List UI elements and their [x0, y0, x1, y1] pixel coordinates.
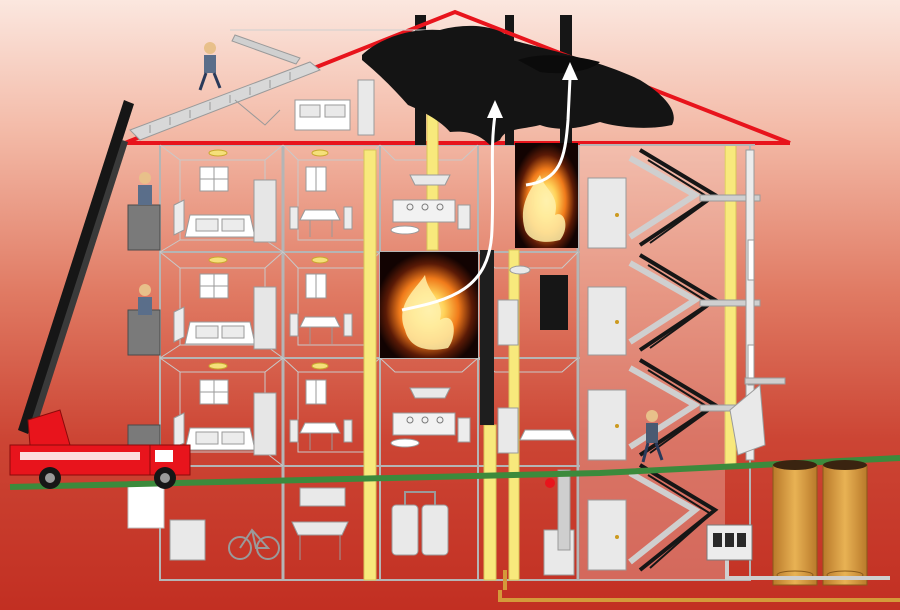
- chair-icon: [457, 204, 471, 230]
- bedroom-column: [173, 149, 277, 456]
- heating-unit-icon: [543, 469, 575, 576]
- ladder-basket: [127, 204, 161, 251]
- chair-icon: [343, 313, 353, 337]
- door-icon: [587, 499, 627, 571]
- ceiling-lamp-icon: [208, 256, 228, 264]
- kitchen-stove-icon: [436, 416, 444, 424]
- kitchen-stove-icon: [421, 416, 429, 424]
- stair-flight: [628, 470, 701, 565]
- smoke-vent: [729, 377, 786, 456]
- dining-table-icon: [299, 316, 341, 328]
- smoke-duct: [480, 250, 494, 425]
- smoke-cloud-icon: [518, 55, 600, 74]
- door-icon: [587, 177, 627, 249]
- person-icon: [641, 410, 664, 463]
- ceiling-lamp-icon: [509, 265, 531, 275]
- kitchen-stove-icon: [421, 203, 429, 211]
- dining-table-icon: [390, 438, 420, 448]
- attic-door-icon: [357, 79, 375, 136]
- pipe: [498, 590, 900, 602]
- storage-tank-icon: [772, 460, 868, 586]
- range-hood-icon: [409, 174, 451, 186]
- kitchen-column: [390, 174, 471, 448]
- bed-icon: [221, 431, 245, 445]
- ladder-basket: [127, 309, 161, 356]
- chair-icon: [343, 206, 353, 230]
- bed-icon: [221, 325, 245, 339]
- bed-icon: [221, 218, 245, 232]
- smoke-cloud-icon: [362, 25, 674, 146]
- ventilation-shaft: [483, 424, 497, 581]
- storage-room: [497, 265, 576, 454]
- alarm-icon: [545, 478, 555, 488]
- nightstand-icon: [173, 306, 185, 343]
- wardrobe-icon: [253, 392, 277, 456]
- wardrobe-icon: [253, 179, 277, 243]
- refrigerator-icon: [497, 299, 519, 346]
- kitchen-stove-icon: [436, 203, 444, 211]
- stair-railing: [638, 463, 719, 572]
- nightstand-icon: [173, 412, 185, 449]
- fire-truck-icon: [9, 409, 191, 489]
- attic-bed-icon: [294, 99, 351, 131]
- person-icon: [138, 172, 152, 205]
- dark-doorway: [540, 275, 568, 330]
- ceiling-lamp-icon: [311, 256, 329, 264]
- dining-room-column: [289, 149, 353, 450]
- chair-icon: [457, 417, 471, 443]
- ceiling-lamp-icon: [311, 149, 329, 157]
- chair-icon: [289, 419, 299, 443]
- kitchen-stove-icon: [392, 199, 456, 223]
- pipe: [725, 560, 890, 580]
- range-hood-icon: [409, 387, 451, 399]
- ceiling-lamp-icon: [208, 149, 228, 157]
- ceiling-lamp-icon: [311, 362, 329, 370]
- chair-icon: [343, 419, 353, 443]
- smoke-flow-arrow-icon: [525, 62, 578, 187]
- bed-icon: [195, 325, 219, 339]
- stairwell: [580, 144, 761, 580]
- window-icon: [127, 483, 165, 529]
- aerial-ladder-icon: [18, 100, 161, 446]
- kitchen-stove-icon: [406, 416, 414, 424]
- kitchen-stove-icon: [392, 412, 456, 436]
- stair-flight: [628, 260, 701, 345]
- door-icon: [587, 389, 627, 461]
- stair-flight: [628, 155, 701, 240]
- furniture-icon: [169, 519, 206, 561]
- bed-icon: [195, 431, 219, 445]
- nightstand-icon: [173, 199, 185, 236]
- dining-table-icon: [299, 422, 341, 434]
- refrigerator-icon: [497, 407, 519, 454]
- wardrobe-icon: [253, 286, 277, 350]
- roof-staircase: [129, 61, 321, 141]
- bed-icon: [195, 218, 219, 232]
- basement: [127, 469, 900, 602]
- dining-table-icon: [390, 225, 420, 235]
- elevator-shaft: [363, 149, 377, 581]
- ladder-basket: [127, 424, 161, 446]
- chair-icon: [289, 313, 299, 337]
- person-icon: [198, 42, 222, 91]
- roof-hatch: [231, 34, 301, 65]
- ceiling-lamp-icon: [208, 362, 228, 370]
- workbench-icon: [291, 487, 349, 560]
- kitchen-stove-icon: [406, 203, 414, 211]
- chair-icon: [289, 206, 299, 230]
- sink-icon: [519, 429, 576, 441]
- control-panel-icon: [706, 524, 753, 561]
- fire-flame-icon: [515, 143, 578, 248]
- dining-table-icon: [299, 209, 341, 221]
- smoke-flow-arrow-icon: [401, 100, 503, 312]
- bicycle-icon: [228, 528, 280, 560]
- door-icon: [587, 286, 627, 356]
- person-icon: [138, 284, 152, 315]
- storage-tank-icon: [391, 491, 449, 556]
- stair-railing: [647, 474, 713, 569]
